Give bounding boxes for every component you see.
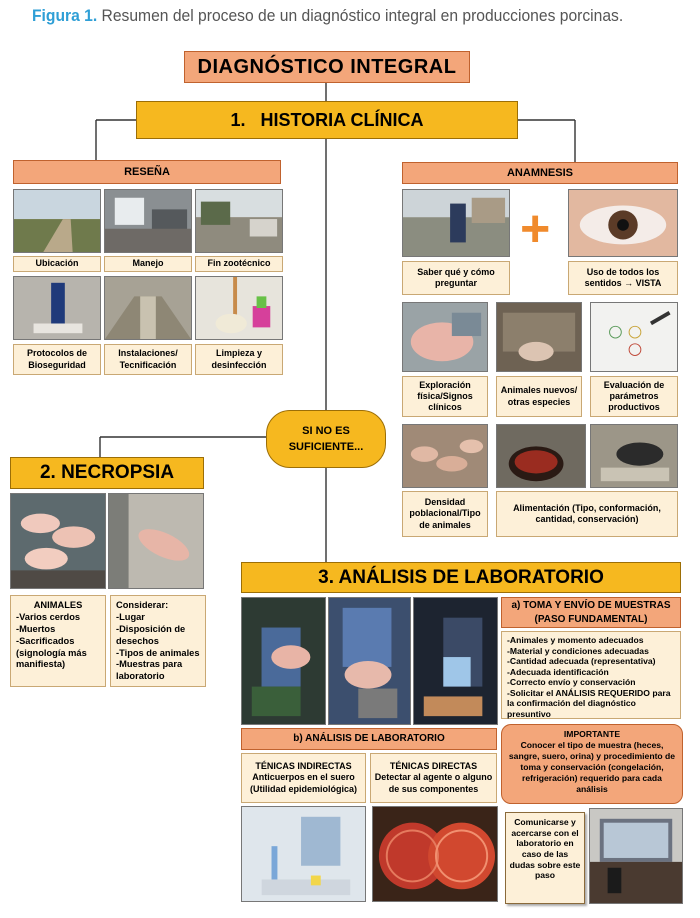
necropsia-considerar-box: Considerar: -Lugar -Disposición de desec… (110, 595, 206, 687)
toma-muestras-heading: a) TOMA Y ENVÍO DE MUESTRAS (PASO FUNDAM… (501, 597, 681, 628)
necropsia-considerar-item: -Lugar (116, 611, 145, 622)
photo-limpieza (195, 276, 283, 340)
resena-item-limpieza: Limpieza y desinfección (195, 344, 283, 375)
toma-item: -Adecuada identificación (507, 666, 609, 677)
laboratorio-heading: 3. ANÁLISIS DE LABORATORIO (241, 562, 681, 593)
necropsia-animales-item: -Sacrificados (signología más manifiesta… (16, 635, 87, 670)
photo-lab-2 (328, 597, 411, 725)
resena-heading: RESEÑA (13, 160, 281, 184)
toma-item: -Animales y momento adecuados (507, 635, 644, 645)
importante-box: IMPORTANTE Conocer el tipo de muestra (h… (501, 724, 683, 804)
photo-lab-3 (413, 597, 498, 725)
necropsia-animales-box: ANIMALES -Varios cerdos -Muertos -Sacrif… (10, 595, 106, 687)
si-no-es-suficiente-text: SI NO ES SUFICIENTE... (288, 424, 364, 454)
necropsia-considerar-item: -Muestras para laboratorio (116, 659, 183, 682)
photo-animales-nuevos (496, 302, 582, 372)
necropsia-considerar-title: Considerar: (116, 600, 169, 610)
toma-muestras-list: -Animales y momento adecuados -Material … (501, 631, 681, 719)
anamnesis-item-parametros: Evaluación de parámetros productivos (590, 376, 678, 417)
photo-bioseguridad (13, 276, 101, 340)
photo-ubicacion (13, 189, 101, 253)
si-no-es-suficiente-bubble: SI NO ES SUFICIENTE... (266, 410, 386, 468)
toma-item: -Correcto envío y conservación (507, 677, 636, 688)
importante-title: IMPORTANTE (563, 729, 621, 739)
photo-densidad (402, 424, 488, 488)
toma-item: -Cantidad adecuada (representativa) (507, 656, 656, 667)
tecnicas-directas-title: TÉNICAS DIRECTAS (389, 761, 478, 772)
photo-comunicacion (589, 808, 683, 904)
photo-necropsia-1 (10, 493, 106, 589)
anamnesis-item-animales-nuevos: Animales nuevos/ otras especies (496, 376, 582, 417)
historia-clinica-heading: 1. HISTORIA CLÍNICA (136, 101, 518, 139)
resena-item-ubicacion: Ubicación (13, 256, 101, 272)
anamnesis-item-sentidos: Uso de todos los sentidos → VISTA (568, 261, 678, 295)
photo-manejo (104, 189, 192, 253)
necropsia-considerar-item: -Disposición de desechos (116, 623, 186, 646)
photo-lab-1 (241, 597, 326, 725)
analisis-laboratorio-heading: b) ANÁLISIS DE LABORATORIO (241, 728, 497, 750)
photo-alimentacion-1 (496, 424, 586, 488)
photo-instalaciones (104, 276, 192, 340)
tecnicas-indirectas-title: TÉNICAS INDIRECTAS (255, 761, 352, 772)
anamnesis-item-preguntar: Saber qué y cómo preguntar (402, 261, 510, 295)
anamnesis-item-alimentacion: Alimentación (Tipo, conformación, cantid… (496, 491, 678, 537)
tecnicas-directas-text: Detectar al agente o alguno de sus compo… (374, 772, 493, 794)
plus-icon: + (520, 200, 551, 258)
necropsia-animales-item: -Muertos (16, 623, 56, 634)
main-title: DIAGNÓSTICO INTEGRAL (184, 51, 470, 83)
comunicarse-text: Comunicarse y acercarse con el laborator… (509, 817, 581, 881)
toma-item: -Material y condiciones adecuadas (507, 645, 649, 656)
photo-fin-zootecnico (195, 189, 283, 253)
importante-text: Conocer el tipo de muestra (heces, sangr… (508, 740, 676, 794)
necropsia-animales-item: -Varios cerdos (16, 611, 81, 622)
photo-preguntar (402, 189, 510, 257)
resena-item-fin-zootecnico: Fin zootécnico (195, 256, 283, 272)
tecnicas-indirectas-box: TÉNICAS INDIRECTAS Anticuerpos en el sue… (241, 753, 366, 803)
photo-ojo (568, 189, 678, 257)
photo-necropsia-2 (108, 493, 204, 589)
resena-item-instalaciones: Instalaciones/ Tecnificación (104, 344, 192, 375)
photo-alimentacion-2 (590, 424, 678, 488)
figure-number: Figura 1. (32, 6, 98, 25)
toma-item: -Solicitar el ANÁLISIS REQUERIDO para la… (507, 687, 671, 719)
photo-lab-tecnicas-indirectas (241, 806, 366, 902)
anamnesis-heading: ANAMNESIS (402, 162, 678, 184)
anamnesis-item-exploracion: Exploración física/Signos clínicos (402, 376, 488, 417)
resena-item-bioseguridad: Protocolos de Bioseguridad (13, 344, 101, 375)
necropsia-considerar-item: -Tipos de animales (116, 647, 200, 658)
tecnicas-directas-box: TÉNICAS DIRECTAS Detectar al agente o al… (370, 753, 497, 803)
necropsia-heading: 2. NECROPSIA (10, 457, 204, 489)
necropsia-animales-title: ANIMALES (33, 600, 83, 610)
photo-parametros (590, 302, 678, 372)
anamnesis-item-densidad: Densidad poblacional/Tipo de animales (402, 491, 488, 537)
photo-placas-petri (372, 806, 498, 902)
resena-item-manejo: Manejo (104, 256, 192, 272)
photo-exploracion (402, 302, 488, 372)
tecnicas-indirectas-text: Anticuerpos en el suero (Utilidad epidem… (249, 772, 357, 794)
figure-caption: Figura 1. Resumen del proceso de un diag… (32, 6, 623, 26)
comunicarse-note: Comunicarse y acercarse con el laborator… (505, 812, 585, 904)
figure-caption-text: Resumen del proceso de un diagnóstico in… (101, 6, 624, 25)
